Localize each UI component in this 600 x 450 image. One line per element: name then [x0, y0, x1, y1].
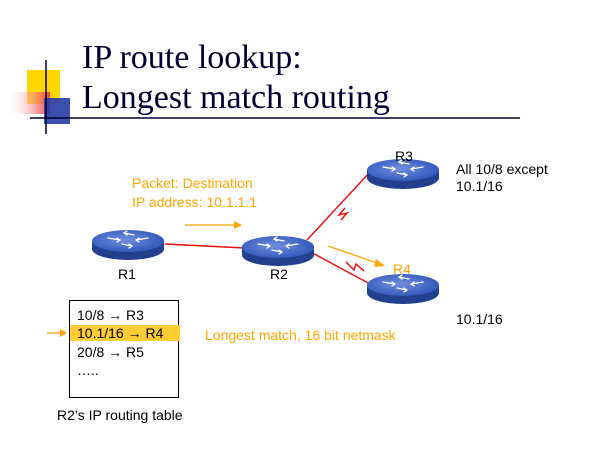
lightning-r2-r4: [345, 261, 365, 272]
logo-red-bar: [6, 92, 50, 114]
row-next-hop: R5: [126, 344, 144, 360]
table-pointer-head: [60, 329, 67, 337]
link-r2-r3: [306, 171, 371, 241]
link-r1-r2: [164, 243, 246, 249]
r3-route-note: All 10/8 except 10.1/16: [456, 161, 548, 195]
r3-note-line-1: All 10/8 except: [456, 161, 548, 177]
row-next-hop: R3: [126, 307, 144, 323]
router-r1-label: R1: [118, 266, 136, 282]
packet-line-2: IP address: 10.1.1.1: [132, 194, 258, 210]
row-arrow-icon: →: [108, 307, 123, 323]
routing-table-caption: R2’s IP routing table: [57, 407, 183, 423]
packet-arrow-head: [234, 221, 242, 229]
router-r4-icon: [366, 273, 440, 305]
router-r4-label: R4: [393, 261, 411, 277]
routing-table-row-highlighted: 10.1/16 → R4: [70, 325, 180, 341]
forward-arrow-head: [374, 259, 385, 267]
row-prefix: 20/8: [77, 344, 105, 360]
routing-table-row: 20/8 → R5: [77, 344, 144, 360]
router-r2-icon: [241, 235, 315, 267]
row-prefix: …..: [77, 362, 99, 378]
logo-blue-square: [44, 98, 70, 124]
row-prefix: 10/8: [77, 307, 105, 323]
row-arrow-icon: →: [127, 325, 142, 341]
r3-note-line-2: 10.1/16: [456, 178, 503, 194]
router-r1-icon: [91, 229, 165, 261]
forward-arrow-to-r4: [327, 245, 381, 265]
slide-title: IP route lookup: Longest match routing: [82, 38, 390, 118]
title-line-1: IP route lookup:: [82, 39, 302, 76]
router-r3-label: R3: [395, 148, 413, 164]
r4-route-note: 10.1/16: [456, 311, 503, 327]
packet-description: Packet: Destination IP address: 10.1.1.1: [132, 174, 257, 212]
row-arrow-icon: →: [108, 344, 123, 360]
longest-match-note: Longest match, 16 bit netmask: [205, 327, 396, 343]
title-line-2: Longest match routing: [82, 79, 390, 116]
link-r2-r4: [306, 249, 371, 285]
routing-table-row: 10/8 → R3: [77, 307, 144, 323]
row-next-hop: R4: [145, 325, 164, 341]
router-r2-label: R2: [270, 266, 288, 282]
routing-table-row: …..: [77, 362, 99, 378]
lightning-r2-r3: [336, 207, 350, 221]
row-prefix: 10.1/16: [77, 325, 124, 341]
packet-line-1: Packet: Destination: [132, 175, 253, 191]
routing-table: 10/8 → R3 10.1/16 → R4 20/8 → R5 …..: [69, 300, 180, 398]
